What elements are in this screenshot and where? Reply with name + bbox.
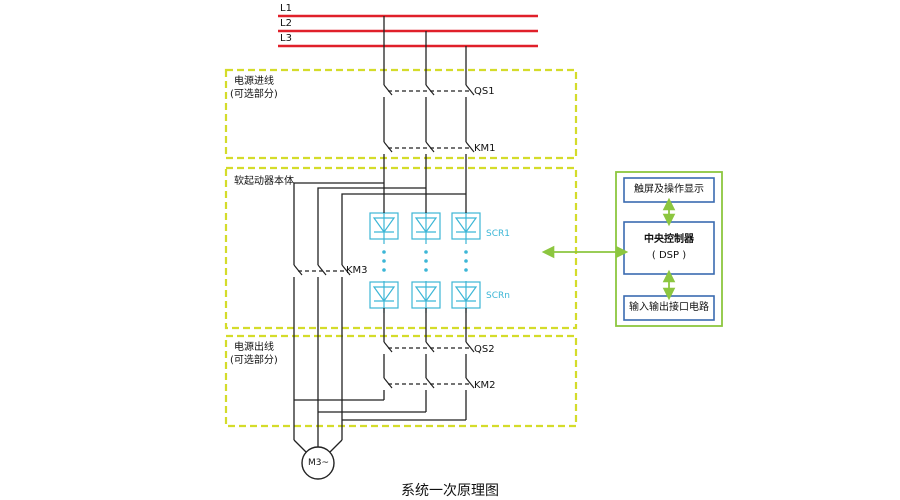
scr-ellipsis [382, 250, 468, 272]
outgoing-section-subtitle: (可选部分) [230, 355, 278, 366]
scr-wires [383, 205, 467, 320]
scr-modules [369, 212, 481, 313]
control-arrows [541, 197, 676, 301]
io-box-label: 输入输出接口电路 [629, 302, 709, 313]
controller-box-label: 中央控制器 [644, 234, 694, 245]
bus-bars [278, 14, 538, 48]
motor-label: M3~ [308, 458, 330, 468]
scr1-a [369, 212, 399, 244]
km1-label: KM1 [474, 143, 496, 154]
incoming-section-subtitle: (可选部分) [230, 89, 278, 100]
motor-symbol [293, 439, 343, 480]
controller-box-sublabel: ( DSP ) [651, 250, 687, 261]
scrn-label: SCRn [486, 291, 510, 301]
incoming-section-box [224, 68, 578, 160]
controller-box [623, 221, 715, 275]
qs2-label: QS2 [474, 344, 495, 355]
starter-section-title: 软起动器本体 [234, 176, 294, 187]
starter-section-box [224, 166, 578, 330]
scr1-c [451, 212, 481, 244]
outgoing-section-title: 电源出线 [234, 342, 274, 353]
phase-wires [293, 16, 467, 440]
diagram-caption: 系统一次原理图 [401, 483, 499, 499]
bus-label-l3: L3 [280, 33, 292, 44]
qs1-label: QS1 [474, 86, 495, 97]
scr1-label: SCR1 [486, 229, 510, 239]
km2-label: KM2 [474, 380, 496, 391]
switch-contacts [293, 84, 475, 389]
scrn-a [369, 281, 399, 313]
section-boxes [224, 68, 578, 428]
scr1-b [411, 212, 441, 244]
incoming-section-title: 电源进线 [234, 76, 274, 87]
bus-label-l1: L1 [280, 3, 292, 14]
control-panel [615, 171, 723, 327]
display-box-label: 触屏及操作显示 [634, 184, 704, 195]
scrn-c [451, 281, 481, 313]
km3-label: KM3 [346, 265, 368, 276]
bus-label-l2: L2 [280, 18, 292, 29]
